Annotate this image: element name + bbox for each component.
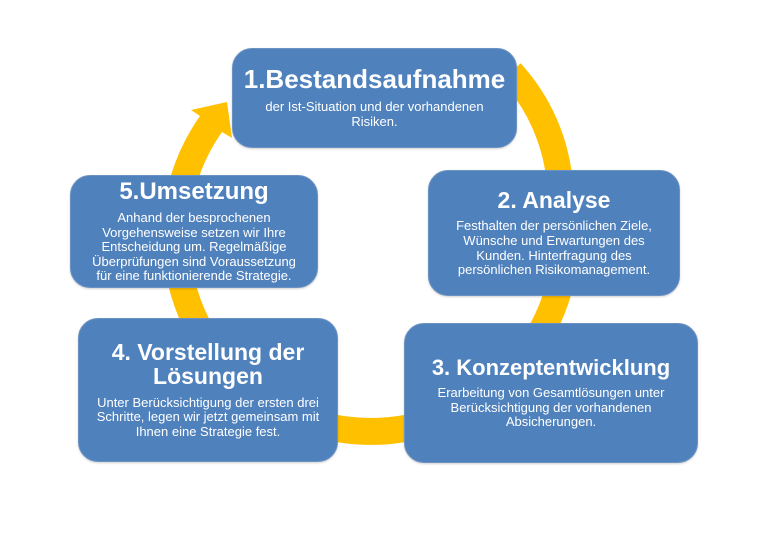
step-box-5: 5.Umsetzung Anhand der besprochenen Vorg…: [70, 175, 318, 288]
step-box-2: 2. Analyse Festhalten der persönlichen Z…: [428, 170, 680, 296]
step-body: Erarbeitung von Gesamtlösungen unter Ber…: [437, 385, 665, 430]
step-box-1: 1.Bestandsaufnahme der Ist-Situation und…: [232, 48, 517, 148]
step-body: der Ist-Situation und der vorhandenen Ri…: [265, 99, 484, 130]
step-body: Anhand der besprochenen Vorgehensweise s…: [92, 210, 296, 284]
step-title: 1.Bestandsaufnahme: [243, 64, 506, 95]
step-title: 5.Umsetzung: [119, 178, 269, 206]
step-title: 3. Konzeptentwicklung: [431, 354, 671, 380]
step-body: Festhalten der persönlichen Ziele, Wünsc…: [456, 218, 652, 278]
cycle-ring-arc-icon: [162, 199, 580, 445]
arrow-1-to-2-icon: [501, 63, 573, 187]
step-body: Unter Berücksichtigung der ersten drei S…: [96, 394, 320, 439]
step-title: 4. Vorstellung der Lösungen: [111, 339, 305, 390]
arrow-5-to-1-icon: [171, 102, 232, 183]
step-box-4: 4. Vorstellung der Lösungen Unter Berück…: [78, 318, 338, 462]
step-box-3: 3. Konzeptentwicklung Erarbeitung von Ge…: [404, 323, 698, 463]
step-title: 2. Analyse: [497, 187, 611, 214]
